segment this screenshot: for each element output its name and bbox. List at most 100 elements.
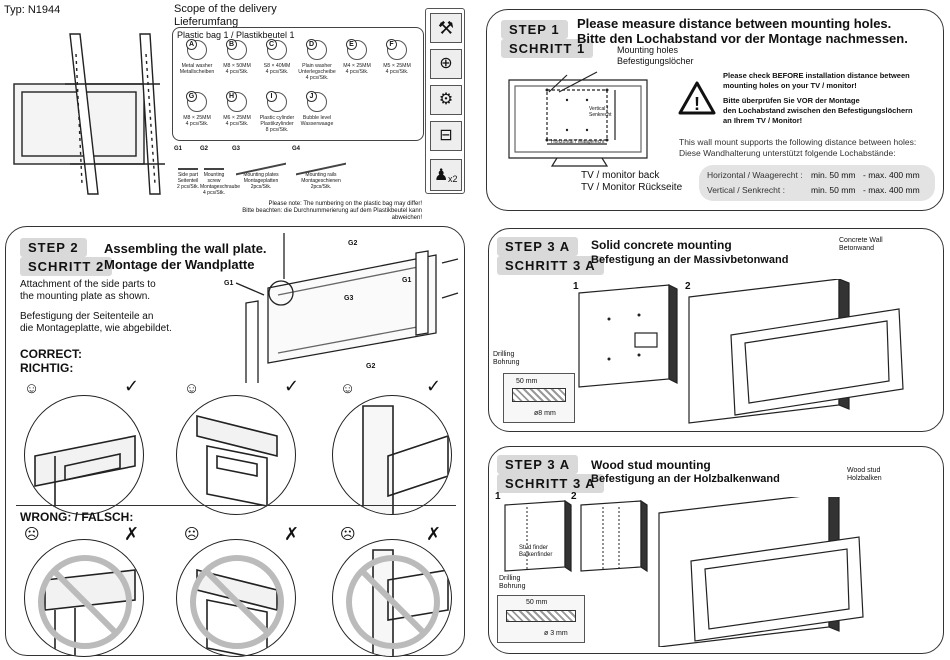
wrong-label: WRONG: / FALSCH: xyxy=(20,510,134,524)
step1-label: STEP 1 xyxy=(501,20,568,39)
detail-wrong-3 xyxy=(332,539,452,657)
tv-back-en: TV / monitor back xyxy=(581,170,660,181)
detail-correct-3 xyxy=(332,395,452,515)
tools-column: ⚒ ⊕ ⚙ ⊟ ♟ x2 xyxy=(425,8,465,194)
part-label: M4 × 25MM 4 pcs/Stk. xyxy=(343,63,371,75)
part-letter: D xyxy=(306,39,317,50)
part-image xyxy=(204,154,224,170)
type-label: Typ: N1944 xyxy=(4,4,61,16)
screwdriver-icon: ⊕ xyxy=(430,49,462,79)
step3a-title-de: Befestigung an der Massivbetonwand xyxy=(591,254,789,266)
g3-label: G3 xyxy=(344,295,354,302)
support-en: This wall mount supports the following d… xyxy=(679,137,917,147)
h-min: min. 50 mm xyxy=(811,170,856,180)
smiley-happy-icon: ☺ xyxy=(24,380,40,397)
part-code: G4 xyxy=(292,146,301,152)
scope-title-de: Lieferumfang xyxy=(174,16,239,28)
plastic-bag-title: Plastic bag 1 / Plastikbeutel 1 xyxy=(177,30,295,40)
part-image: B xyxy=(226,39,247,60)
wood-drill-depth-diagram: 50 mm ø 3 mm xyxy=(497,595,585,643)
drill-hole xyxy=(512,388,566,402)
step3a-label-de: SCHRITT 3 A xyxy=(497,256,604,275)
part-letter: I xyxy=(266,91,277,102)
step3b-num1: 1 xyxy=(495,491,501,502)
smiley-sad-icon: ☹ xyxy=(340,526,356,543)
smiley-happy-icon: ☺ xyxy=(184,380,200,397)
part-code: G3 xyxy=(232,146,241,152)
holes-label-de: Befestigungslöcher xyxy=(617,56,694,66)
part-image: G xyxy=(186,91,207,112)
step3b-num2: 2 xyxy=(571,491,577,502)
part-letter: C xyxy=(266,39,277,50)
smiley-happy-icon: ☺ xyxy=(340,380,356,397)
part-image: A xyxy=(186,39,207,60)
cross-icon: ✗ xyxy=(124,524,140,544)
step3a-drilling: Drilling Bohrung xyxy=(493,351,520,366)
part-label: Metal washer Metallscheiben xyxy=(179,63,215,75)
step1-label-de: SCHRITT 1 xyxy=(501,39,594,58)
detail-wrong-1 xyxy=(24,539,144,657)
part-letter: A xyxy=(186,39,197,50)
note-de: Bitte beachten: die Durchnummerierung au… xyxy=(242,208,422,221)
concrete-mount-diagram xyxy=(578,279,904,424)
cross-icon: ✗ xyxy=(426,524,442,544)
step2-panel: STEP 2 SCHRITT 2 Assembling the wall pla… xyxy=(5,226,465,657)
support-de: Diese Wandhalterung unterstützt folgende… xyxy=(679,148,896,158)
step3b-title-de: Befestigung an der Holzbalkenwand xyxy=(591,473,780,485)
h-label: Horizontal / Waagerecht : xyxy=(707,170,803,180)
v-label: Vertical / Senkrecht : xyxy=(707,185,785,195)
detail-wrong-2 xyxy=(176,539,296,657)
part-label: Mounting plates Montageplatten 2pcs/Stk. xyxy=(243,172,279,190)
drill-dia: ø8 mm xyxy=(534,410,556,417)
part-letter: J xyxy=(306,91,317,102)
cross-icon: ✗ xyxy=(284,524,300,544)
part-a: A Metal washer Metallscheiben xyxy=(176,39,218,75)
smiley-sad-icon: ☹ xyxy=(184,526,200,543)
part-label: Side part Seitenteil 2 pcs/Stk. xyxy=(177,172,199,190)
tv-back-label: TV / monitor back TV / Monitor Rückseite xyxy=(581,170,682,194)
g1-label-b: G1 xyxy=(402,277,412,284)
part-image: D xyxy=(306,39,327,60)
wood-stud-label: Wood stud Holzbalken xyxy=(847,467,882,482)
part-image xyxy=(178,154,198,170)
holes-label: Mounting holes Befestigungslöcher xyxy=(617,45,694,67)
part-image: I xyxy=(266,91,287,112)
detail-correct-2 xyxy=(176,395,296,515)
step3a-wood-panel: STEP 3 A SCHRITT 3 A Wood stud mounting … xyxy=(488,446,944,654)
vertical-label: Vertical / Senkrecht xyxy=(589,106,612,118)
holes-label-en: Mounting holes xyxy=(617,45,679,55)
tv-back-diagram xyxy=(508,71,648,167)
step2-desc-en: Attachment of the side parts to the moun… xyxy=(20,279,156,302)
part-label: M8 × 25MM 4 pcs/Stk. xyxy=(183,115,211,127)
step3b-title: Wood stud mounting xyxy=(591,458,711,472)
step1-title-de: Bitte den Lochabstand vor der Montage na… xyxy=(577,31,908,46)
part-label: Mounting screw Montageschraube 4 pcs/Stk… xyxy=(200,172,241,196)
stud-finder-label: Stud finder Balkenfinder xyxy=(519,545,553,558)
g2-label-a: G2 xyxy=(348,240,358,247)
drill-dim: 50 mm xyxy=(516,378,538,385)
part-image: C xyxy=(266,39,287,60)
step3a-concrete-panel: STEP 3 A SCHRITT 3 A Solid concrete moun… xyxy=(488,228,944,432)
part-letter: H xyxy=(226,91,237,102)
step3b-drilling: Drilling Bohrung xyxy=(499,575,526,590)
correct-de: RICHTIG: xyxy=(20,361,74,375)
plastic-bag-box: Plastic bag 1 / Plastikbeutel 1 xyxy=(172,27,424,141)
drill-icon: ⚒ xyxy=(430,13,462,43)
wood-mount-diagram xyxy=(504,497,864,647)
correct-en: CORRECT: xyxy=(20,347,82,361)
warning-de: Bitte überprüfen Sie VOR der Montage den… xyxy=(723,96,913,125)
part-label: M6 × 25MM 4 pcs/Stk. xyxy=(223,115,251,127)
note-en: Please note: The numbering on the plasti… xyxy=(268,201,422,207)
tv-mount-illustration xyxy=(13,33,165,195)
wood-drill-hole xyxy=(506,610,576,622)
part-image: H xyxy=(226,91,247,112)
people-count: x2 xyxy=(448,174,458,184)
